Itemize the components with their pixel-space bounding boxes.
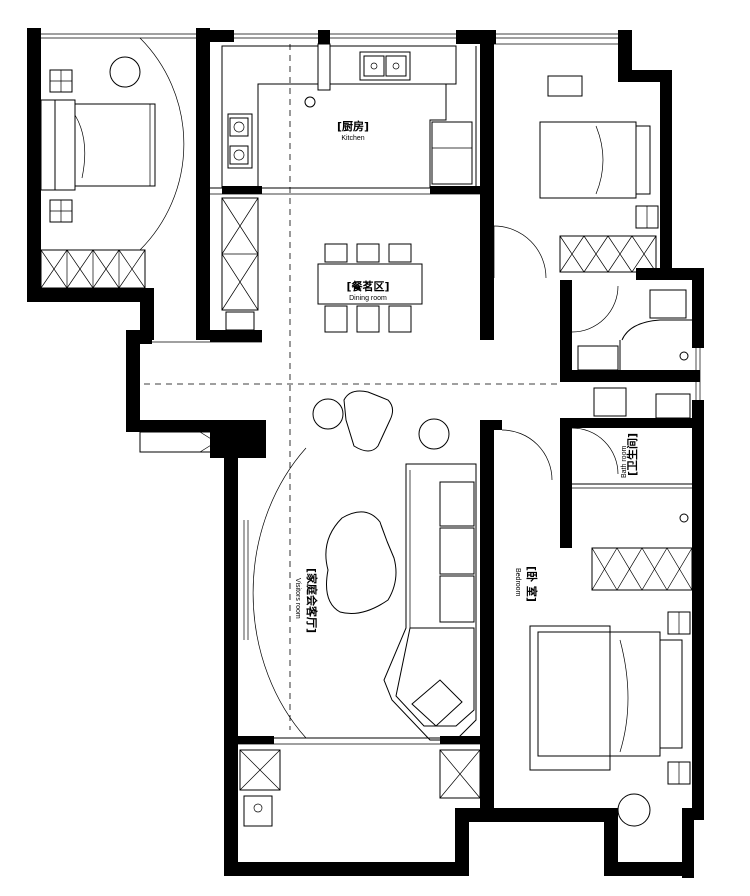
bedroom-label-en: Bedroom (514, 568, 521, 597)
kitchen-label-cn: [厨房] (337, 119, 369, 133)
walls (27, 28, 704, 878)
right-top-bedroom (493, 75, 659, 279)
bedroom-label-cn: [卧 室] (525, 566, 539, 602)
circulation-axes (144, 44, 560, 730)
living-label-cn: [家庭会客厅] (305, 568, 319, 633)
kitchen-label-en: Kitchen (341, 135, 364, 142)
dining-label-cn: [餐茗区] (346, 279, 389, 293)
bathroom (501, 285, 693, 591)
dining-area (144, 197, 423, 343)
left-bedroom (40, 37, 185, 289)
bath-label-en: Bath room (621, 446, 628, 478)
living-label-en: Visitors room (294, 578, 301, 619)
dining-label-en: Dining room (349, 295, 387, 302)
bath-label-cn: [卫生间] (625, 433, 639, 476)
living-room (139, 390, 481, 827)
bedroom (529, 611, 691, 827)
room-labels: [厨房] Kitchen [餐茗区] Dining room [家庭会客厅] V… (294, 119, 639, 633)
windows (41, 33, 701, 871)
kitchen (210, 43, 480, 195)
